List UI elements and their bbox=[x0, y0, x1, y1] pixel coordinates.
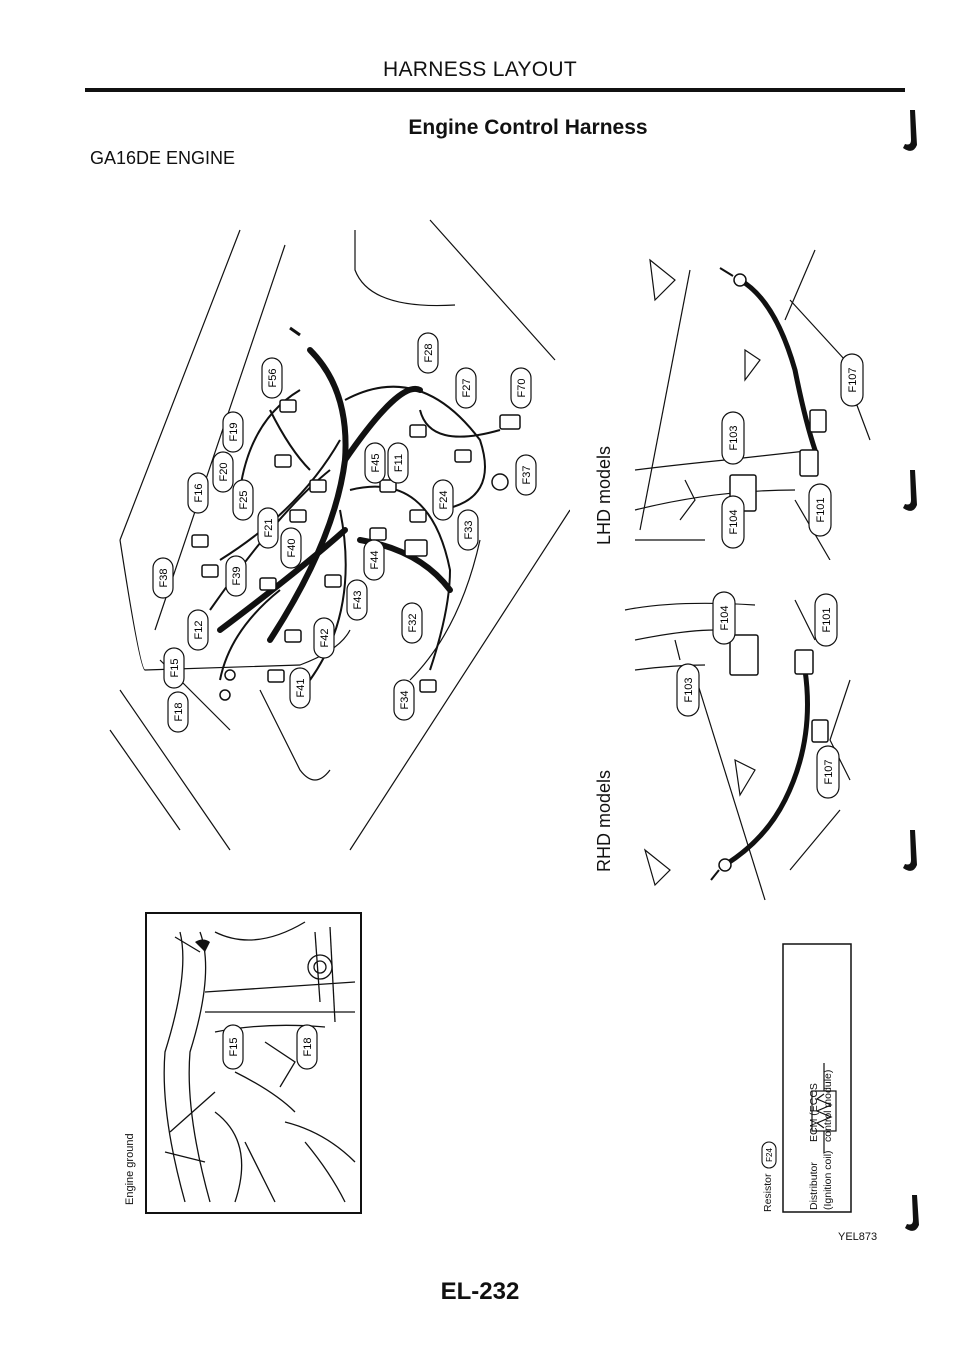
main-harness-diagram: F56 F19 F20 F16 F25 F21 F40 F38 F39 F12 … bbox=[109, 219, 570, 851]
engine-ground-inset: F15 F18 bbox=[145, 912, 362, 1214]
conn-f25: F25 bbox=[238, 491, 250, 510]
conn-f20: F20 bbox=[218, 463, 230, 482]
rhd-conn-f107: F107 bbox=[823, 759, 835, 784]
figure-code: YEL873 bbox=[838, 1231, 878, 1243]
conn-f45: F45 bbox=[370, 454, 382, 473]
page-subtitle: Engine Control Harness bbox=[408, 116, 648, 139]
conn-f39: F39 bbox=[231, 567, 243, 586]
conn-f34: F34 bbox=[399, 691, 411, 710]
conn-f19: F19 bbox=[228, 423, 240, 442]
lhd-detail-diagram: F107 F103 F104 F101 bbox=[634, 249, 871, 560]
conn-f37: F37 bbox=[521, 466, 533, 485]
legend-ecm-line2: control module) bbox=[822, 1069, 834, 1142]
legend-distributor-line1: Distributor bbox=[808, 1162, 820, 1210]
conn-f32: F32 bbox=[407, 614, 419, 633]
header-rule bbox=[85, 88, 905, 92]
legend-resistor-label: Resistor bbox=[762, 1173, 774, 1212]
conn-f43: F43 bbox=[352, 591, 364, 610]
conn-f28: F28 bbox=[423, 344, 435, 363]
legend-box bbox=[782, 943, 852, 1213]
engine-label: GA16DE ENGINE bbox=[90, 148, 236, 168]
conn-f44: F44 bbox=[369, 551, 381, 570]
conn-f33: F33 bbox=[463, 521, 475, 540]
conn-f16: F16 bbox=[193, 484, 205, 503]
page-number: EL-232 bbox=[440, 1278, 520, 1305]
conn-f42: F42 bbox=[319, 629, 331, 648]
conn-f11: F11 bbox=[393, 454, 405, 472]
legend-distributor-line2: (Ignition coil) bbox=[822, 1150, 834, 1210]
lhd-conn-f104: F104 bbox=[728, 509, 740, 534]
conn-f41: F41 bbox=[295, 679, 307, 698]
conn-f15: F15 bbox=[169, 659, 181, 678]
rhd-conn-f103: F103 bbox=[683, 677, 695, 702]
legend-ecm-line1: ECM (ECCS bbox=[808, 1083, 820, 1142]
engine-ground-label: Engine ground bbox=[124, 1133, 136, 1205]
conn-f38: F38 bbox=[158, 569, 170, 588]
rhd-conn-f101: F101 bbox=[821, 607, 833, 632]
conn-f18: F18 bbox=[173, 703, 185, 722]
ground-conn-f15: F15 bbox=[228, 1038, 240, 1057]
lhd-models-label: LHD models bbox=[594, 445, 614, 545]
rhd-detail-diagram: F104 F101 F103 F107 bbox=[624, 591, 851, 901]
conn-f12: F12 bbox=[193, 621, 205, 640]
legend-resistor-conn: F24 bbox=[761, 1141, 777, 1169]
rhd-conn-f104: F104 bbox=[719, 605, 731, 630]
lhd-conn-f103: F103 bbox=[728, 425, 740, 450]
legend-resistor-conn-text: F24 bbox=[765, 1148, 774, 1162]
lhd-conn-f101: F101 bbox=[815, 497, 827, 522]
rhd-models-label: RHD models bbox=[594, 769, 614, 872]
lhd-conn-f107: F107 bbox=[847, 367, 859, 392]
conn-f24: F24 bbox=[438, 491, 450, 510]
conn-f21: F21 bbox=[263, 519, 275, 538]
conn-f70: F70 bbox=[516, 379, 528, 398]
page-edge-marks bbox=[903, 110, 919, 1231]
conn-f27: F27 bbox=[461, 379, 473, 398]
page-header-title: HARNESS LAYOUT bbox=[382, 58, 578, 81]
ground-conn-f18: F18 bbox=[302, 1038, 314, 1057]
conn-f40: F40 bbox=[286, 539, 298, 558]
conn-f56: F56 bbox=[267, 369, 279, 388]
